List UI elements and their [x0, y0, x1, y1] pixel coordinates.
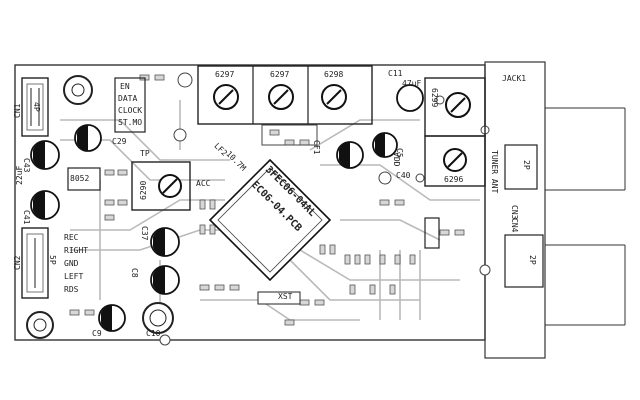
header-en: EN — [120, 82, 130, 91]
cn1-ref: CN1 — [13, 103, 22, 118]
cn2-rec: REC — [64, 233, 79, 242]
cap-c40: C40 — [396, 171, 411, 180]
electrolytic-caps — [30, 84, 424, 332]
crystal-body — [257, 291, 301, 305]
cap-c41: C41 — [22, 210, 31, 225]
ic-8052-body — [67, 167, 101, 191]
vias — [159, 72, 491, 346]
cf1-label: CF1 — [312, 140, 321, 155]
control-header — [114, 77, 146, 133]
tp-label: TP — [140, 149, 150, 158]
cap-c37: C37 — [140, 226, 149, 241]
cap-c29: C29 — [112, 137, 127, 146]
cap-c11: C11 — [388, 69, 403, 78]
cf1-filter — [261, 124, 318, 146]
cn4-pins: 2P — [528, 255, 537, 265]
cap-c9: C9 — [92, 329, 102, 338]
pot-label-3: 6298 — [324, 70, 344, 79]
cn2-rds: RDS — [64, 285, 79, 294]
crystal-label: XST — [278, 292, 293, 301]
cn2-gnd: GND — [64, 259, 79, 268]
cn2-pins: 5P — [48, 255, 57, 265]
cap-c8: C8 — [130, 268, 139, 278]
vdd-label: VDD — [392, 152, 401, 167]
pot-label-4: 6299 — [430, 88, 439, 108]
connector-cn1 — [21, 77, 49, 137]
header-stmo: ST.MO — [118, 118, 143, 127]
connector-cn2 — [21, 227, 49, 299]
jack-housing — [484, 61, 546, 359]
jack-ref: JACK1 — [502, 74, 527, 83]
pot-6290-box — [131, 161, 191, 211]
cn3-body — [504, 144, 538, 190]
main-ic — [208, 158, 332, 282]
pot-label-6: 6290 — [139, 180, 148, 200]
cap-47uf: 47uF — [402, 79, 422, 88]
ic-8052-label: 8052 — [70, 174, 90, 183]
pot-label-1: 6297 — [215, 70, 235, 79]
cap-c10: C10 — [146, 329, 161, 338]
pot-label-5: 6296 — [444, 175, 464, 184]
cn1-pins: 4P — [32, 102, 41, 112]
jumper — [424, 217, 440, 249]
pot-group-top — [197, 65, 373, 125]
header-data: DATA — [118, 94, 138, 103]
cap-c43: C43 — [22, 158, 31, 173]
cn4-ref: CN4 — [510, 218, 519, 233]
cn2-right: RIGHT — [64, 246, 89, 255]
cn2-ref: CN2 — [13, 255, 22, 270]
pot-label-2: 6297 — [270, 70, 290, 79]
pot-group-right — [424, 77, 486, 187]
tuner-label: TUNER ANT — [490, 150, 499, 194]
cn3-pins: 2P — [522, 160, 531, 170]
cn2-left: LEFT — [64, 272, 84, 281]
acc-label: ACC — [196, 179, 211, 188]
cn4-body — [504, 234, 544, 288]
header-clock: CLOCK — [118, 106, 143, 115]
